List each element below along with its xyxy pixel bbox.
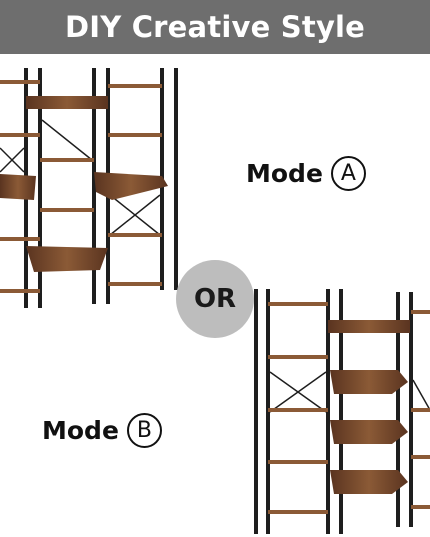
mode-b-label: Mode B xyxy=(42,413,162,448)
title-banner: DIY Creative Style xyxy=(0,0,430,54)
mode-b-word: Mode xyxy=(42,416,119,445)
mode-b-letter-circle: B xyxy=(126,413,162,448)
shelf-a-bins xyxy=(0,96,168,272)
or-text: OR xyxy=(193,284,237,314)
mode-a-label: Mode A xyxy=(246,156,366,191)
banner-title: DIY Creative Style xyxy=(64,10,366,44)
shelf-b-boards xyxy=(268,302,430,514)
mode-a-word: Mode xyxy=(246,159,323,188)
mode-a-letter-circle: A xyxy=(330,156,366,191)
shelf-b-bins xyxy=(328,320,410,494)
or-divider-circle: OR xyxy=(176,260,254,338)
shelf-a-boards xyxy=(0,80,162,293)
